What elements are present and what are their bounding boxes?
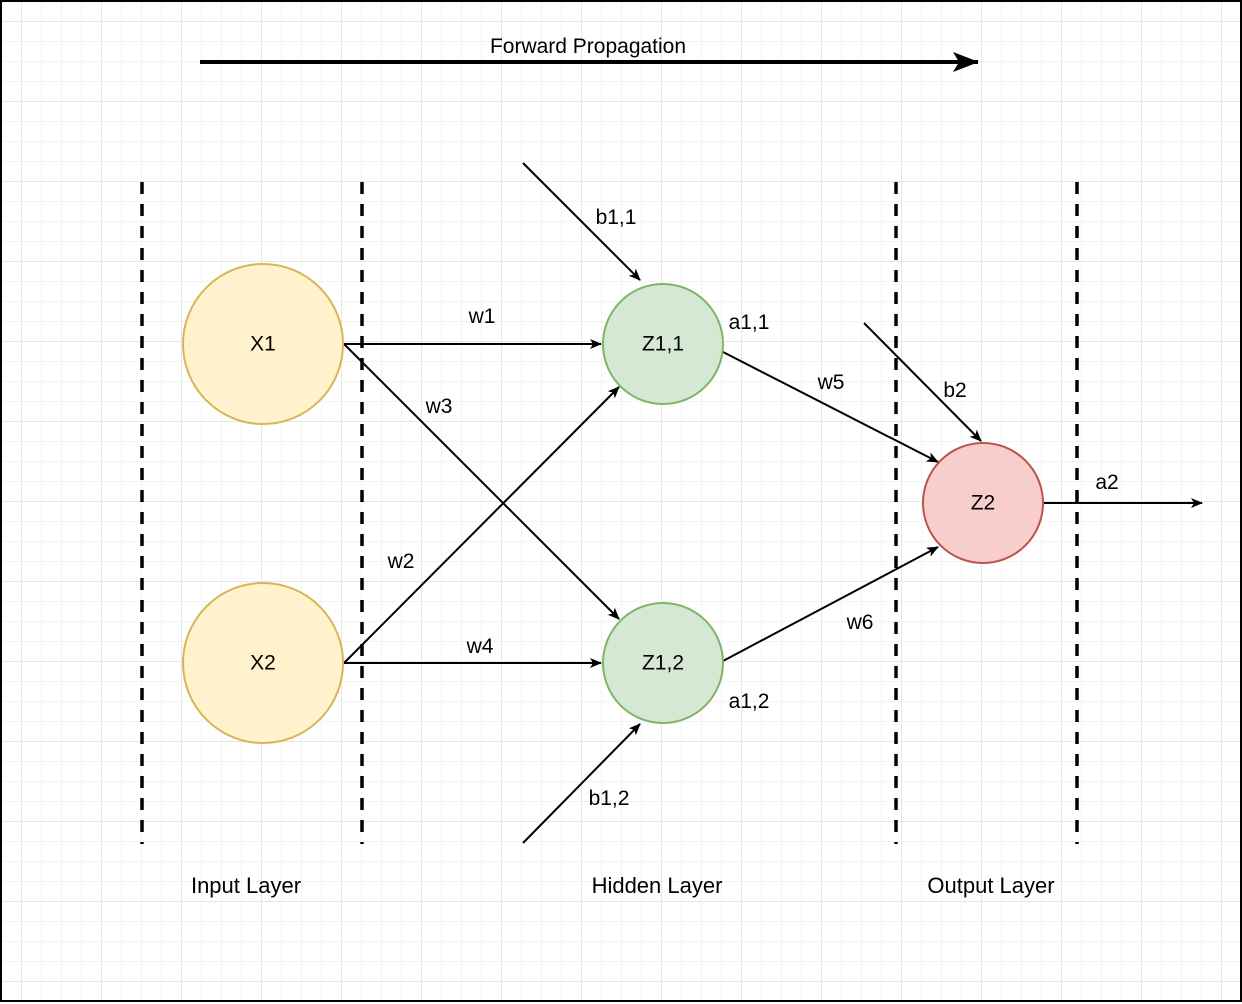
weight-label-w2: w2 <box>387 550 415 573</box>
forward-propagation-title: Forward Propagation <box>490 35 686 58</box>
node-z12 <box>602 602 724 724</box>
output-layer-label: Output Layer <box>927 873 1054 898</box>
node-x2-label: X2 <box>250 652 276 675</box>
hidden-layer-label: Hidden Layer <box>592 873 723 898</box>
activation-label-a11: a1,1 <box>729 311 770 334</box>
edge-w6 <box>722 546 939 662</box>
activation-label-a12: a1,2 <box>729 690 770 713</box>
node-x1 <box>182 263 344 425</box>
weight-label-w3: w3 <box>425 395 453 418</box>
node-z11-label: Z1,1 <box>642 333 684 356</box>
node-z2-label: Z2 <box>971 492 996 515</box>
weight-label-w1: w1 <box>468 305 496 328</box>
node-x2 <box>182 582 344 744</box>
node-x1-label: X1 <box>250 333 276 356</box>
weight-label-w6: w6 <box>846 611 874 634</box>
edge-b11 <box>522 162 641 281</box>
edge-w5 <box>722 351 939 463</box>
node-z11 <box>602 283 724 405</box>
node-z2 <box>922 442 1044 564</box>
bias-label-b12: b1,2 <box>589 787 630 810</box>
activation-label-a2: a2 <box>1095 471 1118 494</box>
weight-label-w5: w5 <box>817 371 845 394</box>
edge-b2 <box>863 322 982 442</box>
node-z12-label: Z1,2 <box>642 652 684 675</box>
bias-label-b11: b1,1 <box>596 206 637 229</box>
edge-w2 <box>343 386 620 664</box>
input-layer-label: Input Layer <box>191 873 301 898</box>
edge-b12 <box>522 723 641 844</box>
bias-label-b2: b2 <box>943 379 966 402</box>
edge-w3 <box>343 343 620 620</box>
weight-label-w4: w4 <box>466 635 494 658</box>
